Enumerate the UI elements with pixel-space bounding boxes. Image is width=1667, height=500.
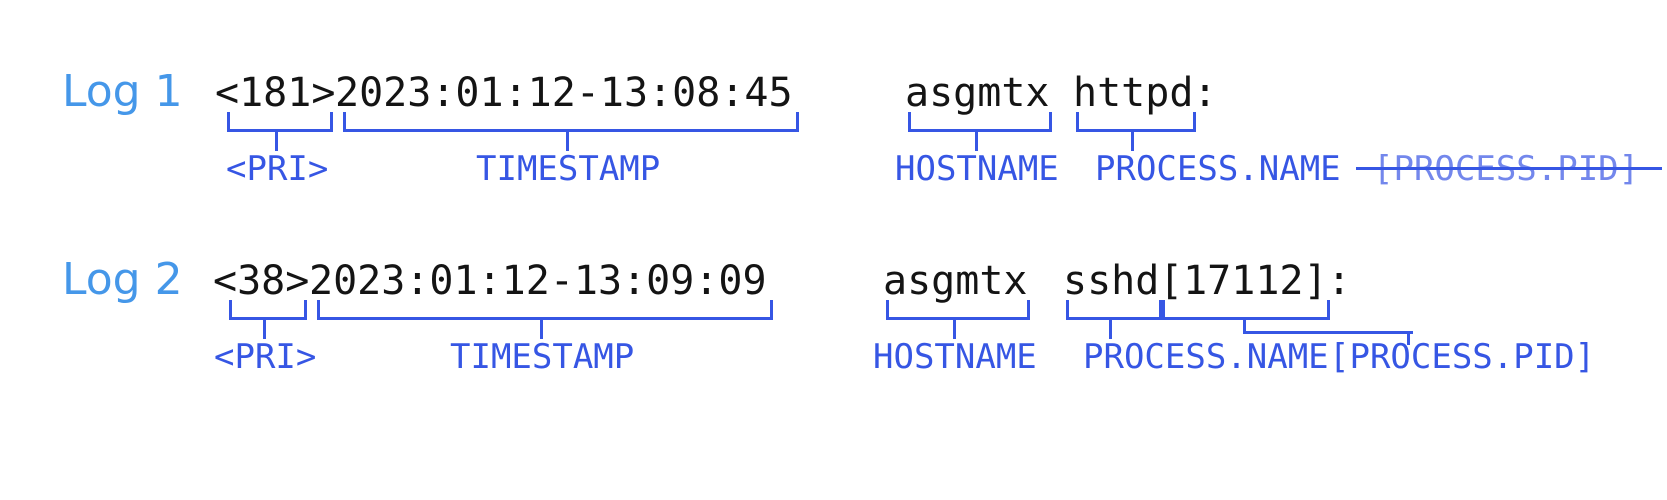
- log1-process-pid-strikethrough-line: [1356, 167, 1662, 170]
- log2-process-name-bracket: [1066, 300, 1162, 320]
- log2-pri-value: <38>: [213, 258, 310, 304]
- log2-process-pid-bracket: [1162, 300, 1330, 320]
- log2-timestamp-value: 2023:01:12-13:09:09: [309, 258, 767, 304]
- log1-timestamp-bracket-stem: [566, 130, 569, 151]
- log1-hostname-label: HOSTNAME: [895, 149, 1059, 189]
- log2-hostname-value: asgmtx: [883, 258, 1028, 304]
- log1-pri-bracket-stem: [275, 130, 278, 151]
- log2-process-name-value: sshd: [1063, 258, 1160, 304]
- log1-timestamp-bracket: [343, 112, 799, 132]
- log2-hostname-label: HOSTNAME: [873, 337, 1037, 377]
- log2-pri-bracket: [229, 300, 307, 320]
- log2-hostname-bracket-stem: [953, 318, 956, 339]
- log1-colon: :: [1193, 70, 1218, 116]
- log1-pri-label: <PRI>: [226, 149, 329, 189]
- log2-process-pid-connector-step: [1243, 317, 1413, 334]
- log1-hostname-value: asgmtx: [905, 70, 1050, 116]
- log1-timestamp-label: TIMESTAMP: [476, 149, 661, 189]
- log1-process-name-bracket: [1076, 112, 1196, 132]
- log1-hostname-bracket-stem: [975, 130, 978, 151]
- log1-hostname-bracket: [908, 112, 1052, 132]
- log2-process-name-bracket-stem: [1109, 318, 1112, 339]
- log2-process-pid-connector-tick: [1407, 333, 1410, 345]
- log1-process-name-label: PROCESS.NAME: [1095, 149, 1341, 189]
- log2-pri-bracket-stem: [263, 318, 266, 339]
- log1-pri-bracket: [227, 112, 333, 132]
- log2-process-pid-label: [PROCESS.PID]: [1329, 337, 1596, 377]
- log2-process-pid-value: [17112]: [1159, 258, 1328, 304]
- log1-process-name-bracket-stem: [1131, 130, 1134, 151]
- log2-title: Log 2: [62, 254, 183, 305]
- log2-timestamp-bracket-stem: [540, 318, 543, 339]
- log2-process-name-label: PROCESS.NAME: [1083, 337, 1329, 377]
- log2-timestamp-label: TIMESTAMP: [450, 337, 635, 377]
- log1-pri-value: <181>: [215, 70, 336, 116]
- log2-timestamp-bracket: [317, 300, 773, 320]
- log1-timestamp-value: 2023:01:12-13:08:45: [335, 70, 793, 116]
- log1-title: Log 1: [62, 66, 183, 117]
- log2-pri-label: <PRI>: [214, 337, 317, 377]
- log1-process-name-value: httpd: [1073, 70, 1194, 116]
- log2-hostname-bracket: [886, 300, 1030, 320]
- log2-colon: :: [1327, 258, 1352, 304]
